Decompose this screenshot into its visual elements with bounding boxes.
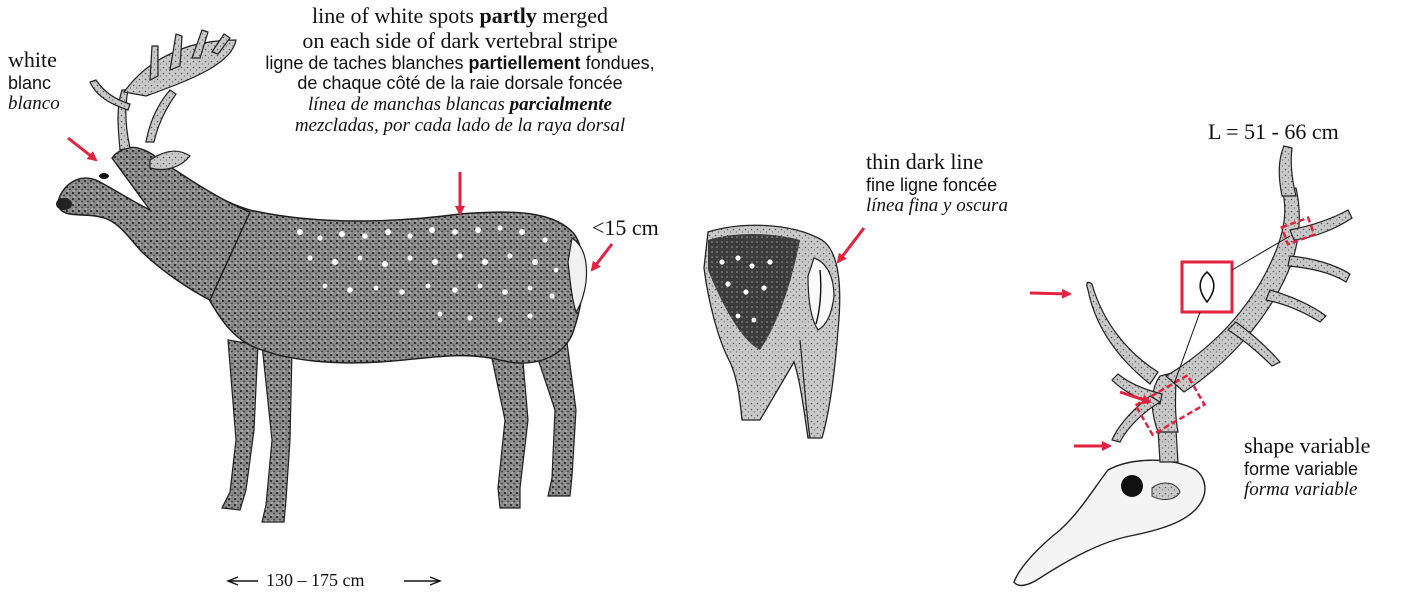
deer-front-leg-left	[222, 340, 258, 510]
skull-eye-socket	[1121, 475, 1143, 497]
label-thin-line-fr: fine ligne foncée	[866, 175, 1008, 195]
label-white-en: white	[8, 48, 60, 73]
deer-antlers	[90, 30, 236, 150]
label-antler-length: L = 51 - 66 cm	[1208, 120, 1339, 145]
label-thin-line-en: thin dark line	[866, 150, 1008, 175]
deer-ear	[150, 151, 190, 169]
label-spots: line of white spots partly merged on eac…	[240, 4, 680, 136]
label-spots-en1-c: merged	[537, 3, 608, 28]
label-shape-fr: forme variable	[1244, 459, 1370, 479]
skull	[1014, 460, 1205, 585]
label-thin-line: thin dark line fine ligne foncée línea f…	[866, 150, 1008, 216]
label-spots-fr1-a: ligne de taches blanches	[265, 53, 468, 73]
deer-eye	[99, 173, 109, 179]
label-thin-line-es: línea fina y oscura	[866, 195, 1008, 216]
label-spots-en1: line of white spots partly merged	[240, 4, 680, 29]
label-body-length: 130 – 175 cm	[266, 570, 365, 590]
arrow-tail	[592, 244, 612, 270]
label-spots-en1-a: line of white spots	[312, 3, 479, 28]
label-spots-fr2: de chaque côté de la raie dorsale foncée	[240, 73, 680, 93]
rump-detail-figure	[704, 225, 840, 438]
antler-pedicle	[1158, 430, 1178, 462]
deer-hind-leg-left	[488, 340, 528, 508]
label-spots-fr1-c: fondues,	[581, 53, 655, 73]
label-spots-es2: mezcladas, por cada lado de la raya dors…	[240, 115, 680, 136]
label-white-es: blanco	[8, 93, 60, 114]
label-spots-es1-a: línea de manchas blancas	[308, 94, 510, 115]
label-spots-fr1: ligne de taches blanches partiellement f…	[240, 53, 680, 73]
label-spots-es1: línea de manchas blancas parcialmente	[240, 94, 680, 115]
deer-muzzle	[56, 198, 72, 210]
label-shape-en: shape variable	[1244, 434, 1370, 459]
antler-skull-figure	[1014, 146, 1352, 585]
label-tail-length: <15 cm	[592, 216, 659, 241]
label-spots-es1-b: parcialmente	[510, 94, 612, 115]
label-spots-en2: on each side of dark vertebral stripe	[240, 29, 680, 54]
label-shape: shape variable forme variable forma vari…	[1244, 434, 1370, 500]
cross-section-box	[1182, 262, 1232, 312]
label-spots-en1-b: partly	[479, 3, 536, 28]
arrow-antler-tip	[1030, 293, 1070, 294]
label-shape-es: forma variable	[1244, 479, 1370, 500]
arrow-thin-line	[838, 228, 864, 262]
deer-front-leg-right	[262, 345, 292, 522]
label-white: white blanc blanco	[8, 48, 60, 114]
label-white-fr: blanc	[8, 73, 60, 93]
label-spots-fr1-b: partiellement	[469, 53, 581, 73]
arrow-white-eye	[68, 138, 96, 160]
